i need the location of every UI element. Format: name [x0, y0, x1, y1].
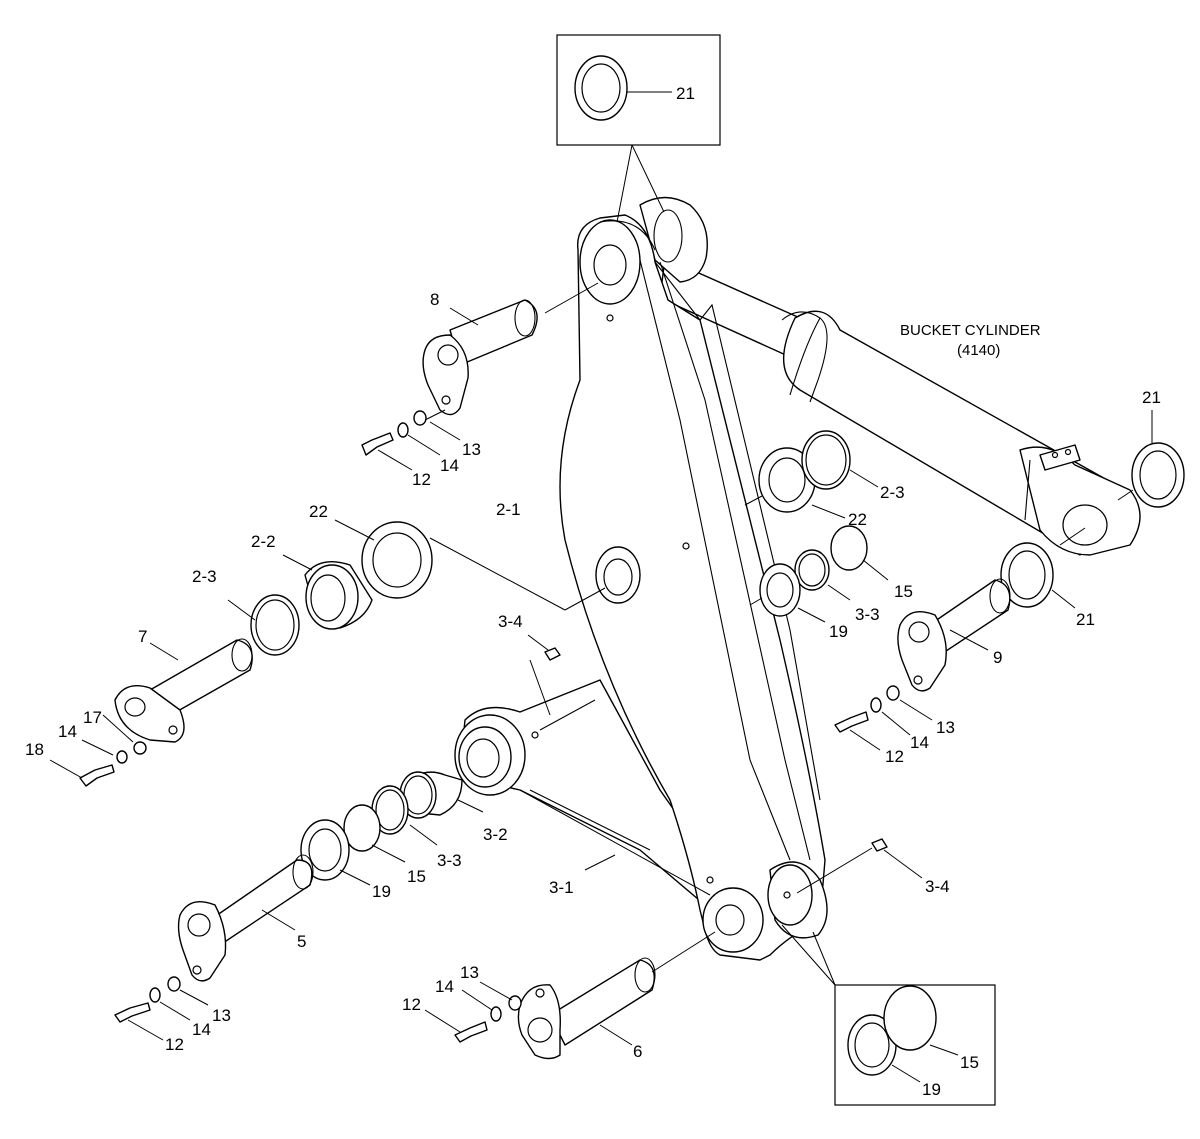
- callout-22-left: 22: [309, 502, 328, 521]
- callout-2-3-left: 2-3: [192, 567, 217, 586]
- pin-8: [361, 282, 599, 471]
- callout-7: 7: [138, 627, 147, 646]
- callout-2-2: 2-2: [251, 532, 276, 551]
- callout-15-left: 15: [407, 867, 426, 886]
- callout-6: 6: [633, 1042, 642, 1061]
- callout-14-a: 14: [440, 456, 459, 475]
- pin-6-group: [424, 931, 716, 1060]
- callout-21-top: 21: [676, 84, 695, 103]
- callout-17: 17: [83, 708, 102, 727]
- callout-13-c: 13: [212, 1006, 231, 1025]
- callout-15-right: 15: [894, 582, 913, 601]
- callout-labels: 21 8 13 14 12 21 2-3 22 2-1 22 2-2 2-3 1…: [25, 84, 1161, 1099]
- callout-21-lower: 21: [1076, 610, 1095, 629]
- callout-15-box: 15: [960, 1053, 979, 1072]
- callout-3-3-left: 3-3: [437, 851, 462, 870]
- top-detail-box: [556, 34, 721, 223]
- callout-14-d: 14: [192, 1020, 211, 1039]
- callout-2-1: 2-1: [496, 500, 521, 519]
- callout-3-4-bottom: 3-4: [925, 877, 950, 896]
- callout-5: 5: [297, 932, 306, 951]
- bottom-detail-box: [781, 924, 996, 1106]
- callout-3-4-top: 3-4: [498, 612, 523, 631]
- callout-3-1: 3-1: [549, 878, 574, 897]
- cylinder-name: BUCKET CYLINDER: [900, 322, 1041, 339]
- lower-link: [454, 679, 731, 906]
- callout-18: 18: [25, 740, 44, 759]
- callout-12-a: 12: [412, 470, 431, 489]
- callout-3-2: 3-2: [483, 825, 508, 844]
- callout-12-c: 12: [165, 1035, 184, 1054]
- callout-12-d: 12: [402, 995, 421, 1014]
- pin-9-group: [834, 410, 1185, 751]
- pin-7-group: [49, 519, 606, 787]
- right-washers: [744, 430, 889, 623]
- callout-14-e: 14: [435, 977, 454, 996]
- callout-9: 9: [993, 648, 1002, 667]
- callout-19-box: 19: [922, 1080, 941, 1099]
- cylinder-code: (4140): [957, 342, 1000, 359]
- callout-12-b: 12: [885, 747, 904, 766]
- callout-19-right: 19: [829, 622, 848, 641]
- pin-5-group: [114, 771, 711, 1041]
- callout-19-left: 19: [372, 882, 391, 901]
- callout-22-right: 22: [848, 510, 867, 529]
- callout-21-right: 21: [1142, 388, 1161, 407]
- callout-13-d: 13: [460, 963, 479, 982]
- main-lever: [559, 214, 828, 961]
- bucket-cylinder: BUCKET CYLINDER (4140): [639, 196, 1141, 556]
- callout-13-b: 13: [936, 718, 955, 737]
- grease-fittings: [527, 634, 923, 894]
- callout-14-c: 14: [58, 722, 77, 741]
- callout-2-3-right: 2-3: [880, 483, 905, 502]
- callout-14-b: 14: [910, 733, 929, 752]
- callout-13-a: 13: [462, 440, 481, 459]
- callout-3-3-right: 3-3: [855, 605, 880, 624]
- callout-8: 8: [430, 290, 439, 309]
